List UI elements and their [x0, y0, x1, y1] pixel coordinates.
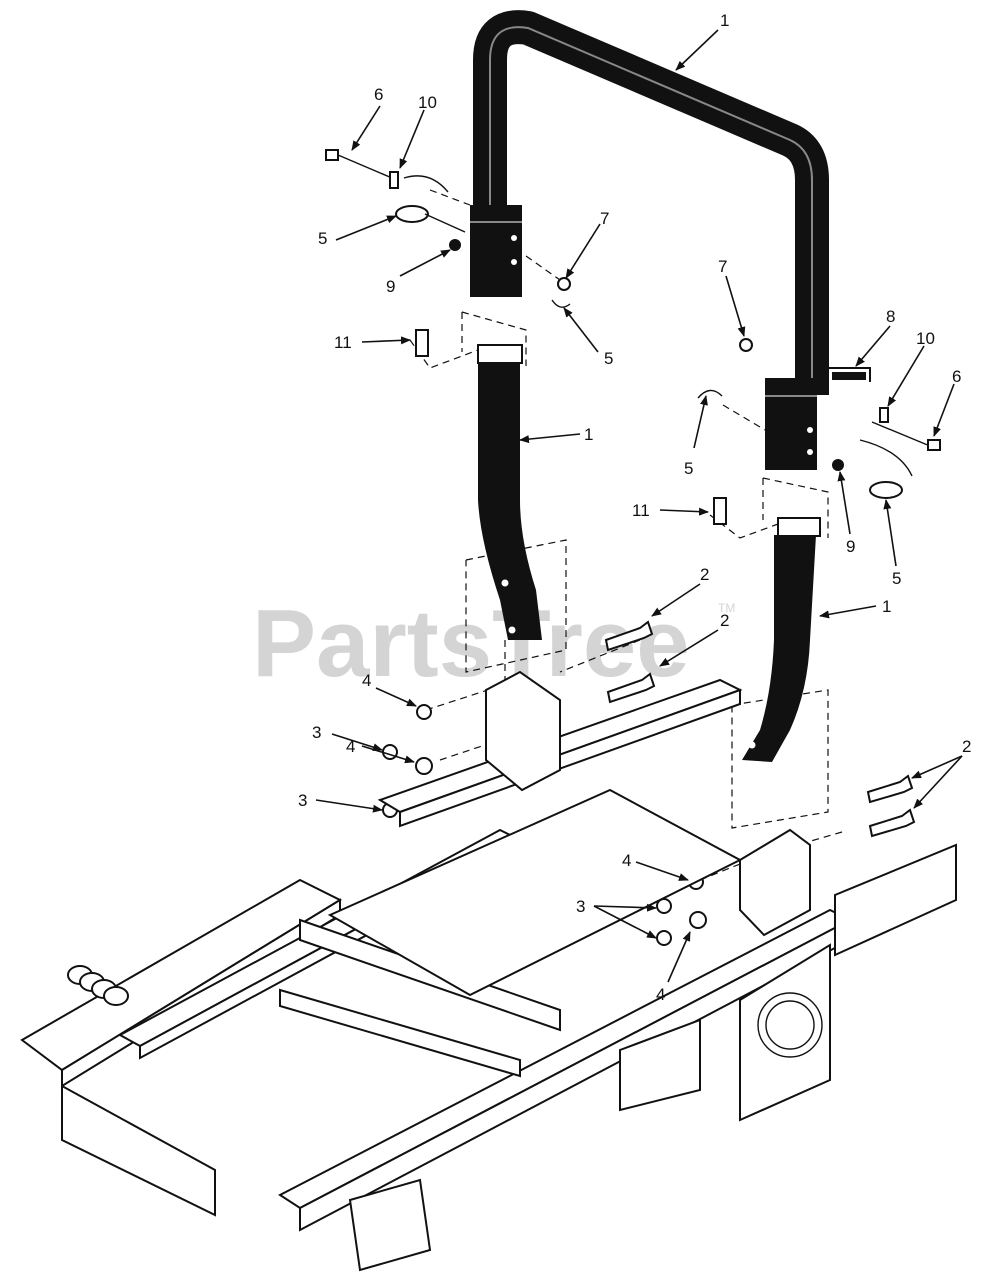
callout-3-b: 3: [298, 791, 307, 810]
callout-9-b: 9: [846, 537, 855, 556]
roll-bar-right-sleeve: [765, 378, 817, 470]
roll-bar-left-sleeve: [470, 205, 522, 297]
callout-5-d: 5: [892, 569, 901, 588]
hardware-parts: [325, 149, 941, 946]
callout-5-a: 5: [318, 229, 327, 248]
callout-2-b: 2: [720, 611, 729, 630]
mower-frame: [20, 670, 957, 1272]
callout-9-a: 9: [386, 277, 395, 296]
callout-4-b: 4: [346, 737, 355, 756]
callout-7-a: 7: [600, 209, 609, 228]
callout-4-d: 4: [656, 985, 665, 1004]
callout-10-a: 10: [418, 93, 437, 112]
callout-1-top: 1: [720, 11, 729, 30]
watermark-tm: TM: [718, 601, 735, 615]
callout-labels: 1 1 1 2 2 2 3 3 3 4 4 4 4 5 5 5 5 6 6 7 …: [298, 11, 971, 1004]
callout-11-a: 11: [334, 333, 352, 352]
callout-7-b: 7: [718, 257, 727, 276]
callout-2-a: 2: [700, 565, 709, 584]
callout-5-c: 5: [684, 459, 693, 478]
callout-6-b: 6: [952, 367, 961, 386]
callout-8-a: 8: [886, 307, 895, 326]
roll-bar-right-lower: [742, 517, 821, 762]
roll-bar-upper-loop: [473, 10, 829, 395]
callout-1-left: 1: [584, 425, 593, 444]
leader-lines: [315, 29, 963, 983]
callout-3-a: 3: [312, 723, 321, 742]
callout-2-c: 2: [962, 737, 971, 756]
roll-bar-left-lower: [477, 344, 542, 640]
callout-10-b: 10: [916, 329, 935, 348]
callout-5-b: 5: [604, 349, 613, 368]
callout-11-b: 11: [632, 501, 650, 520]
callout-3-c: 3: [576, 897, 585, 916]
callout-4-c: 4: [622, 851, 631, 870]
callout-1-right: 1: [882, 597, 891, 616]
callout-4-a: 4: [362, 671, 371, 690]
callout-6-a: 6: [374, 85, 383, 104]
